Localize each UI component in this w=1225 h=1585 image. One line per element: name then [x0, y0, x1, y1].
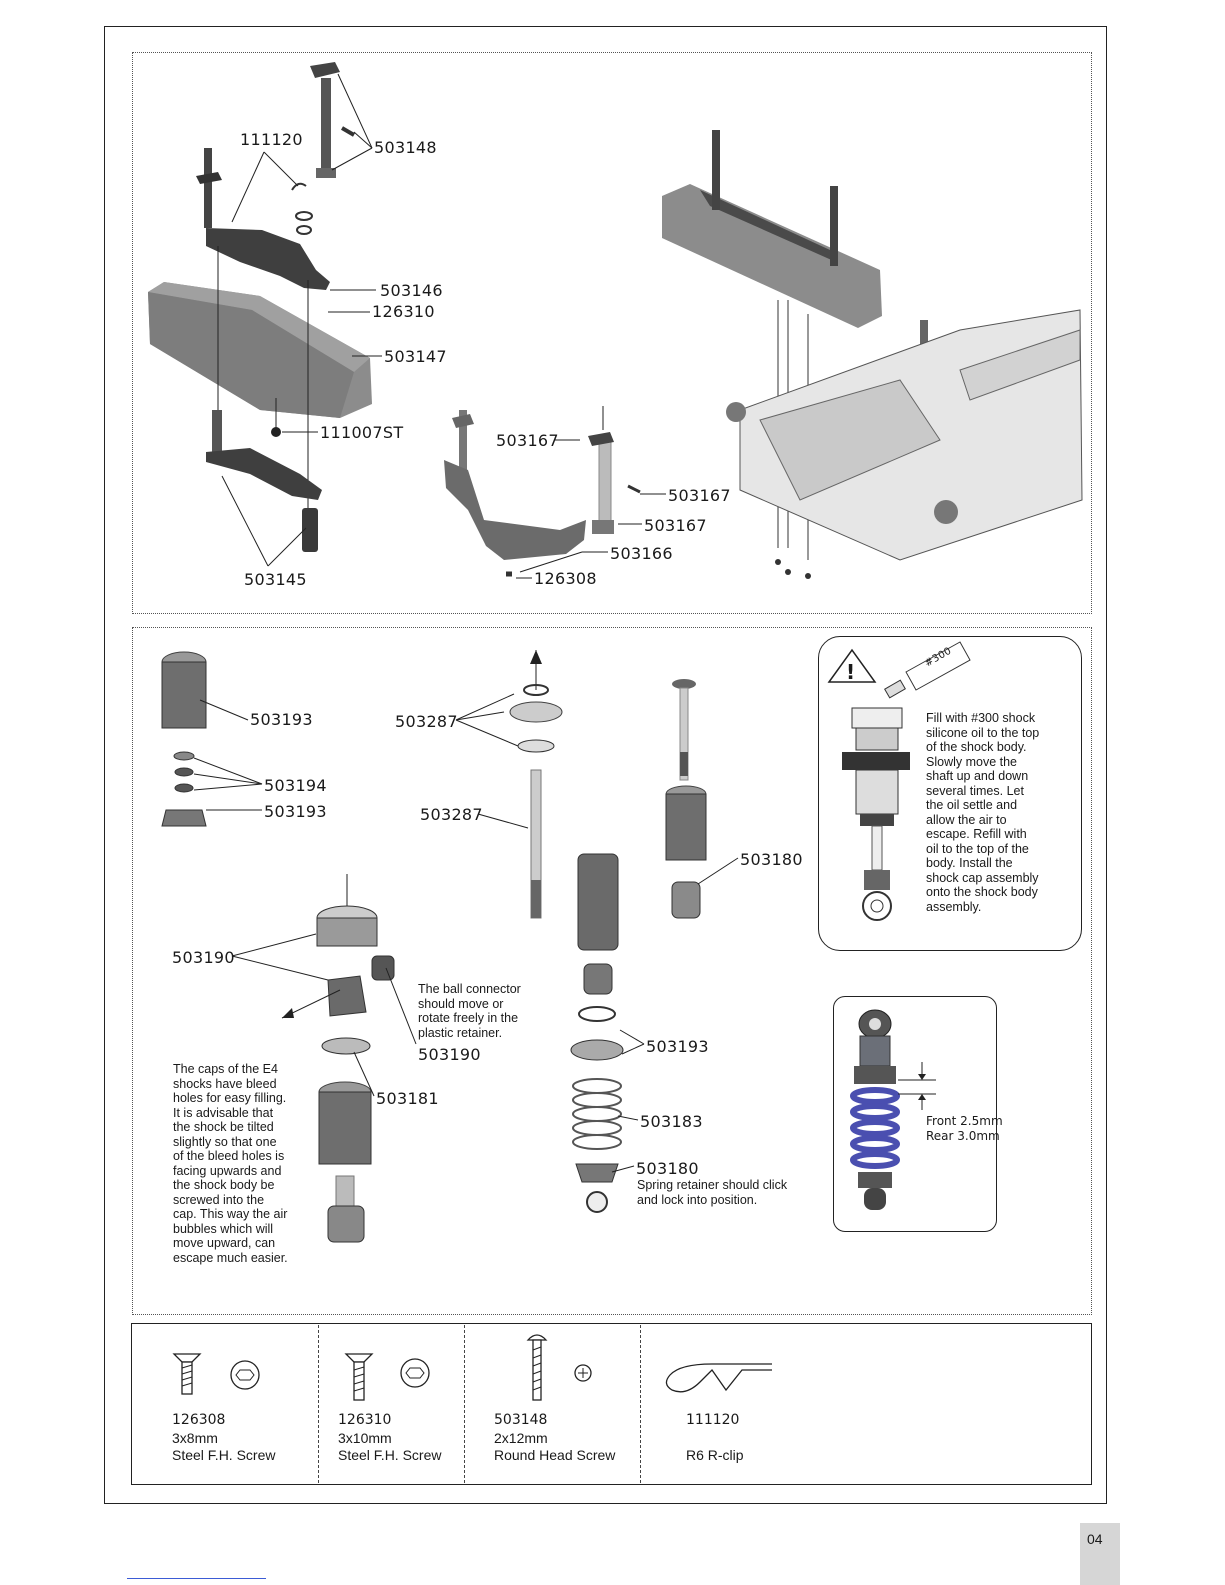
round-head-screw-icon	[526, 1334, 592, 1401]
label-503190-a: 503190	[172, 948, 235, 967]
part-size: 3x8mm	[172, 1430, 218, 1446]
part-number: 503148	[494, 1412, 548, 1428]
bumper-foam-icon	[148, 282, 372, 418]
part-description: Steel F.H. Screw	[172, 1447, 276, 1463]
part-number: 126310	[338, 1412, 392, 1428]
label-503287-a: 503287	[395, 712, 458, 731]
label-503193-a: 503193	[250, 710, 313, 729]
label-126310: 126310	[372, 302, 435, 321]
chassis-icon	[662, 130, 1083, 579]
page-number-tab	[1080, 1523, 1120, 1585]
parts-divider	[464, 1325, 465, 1483]
label-503287-b: 503287	[420, 805, 483, 824]
shock-absorber-icon	[842, 707, 910, 921]
lower-plate-icon	[206, 410, 322, 552]
page-number: 04	[1087, 1531, 1103, 1547]
spring-preload-callout	[833, 996, 997, 1232]
oil-fill-callout	[818, 636, 1082, 951]
label-503166: 503166	[610, 544, 673, 563]
parts-divider	[318, 1325, 319, 1483]
label-503193-c: 503193	[646, 1037, 709, 1056]
part-description: Round Head Screw	[494, 1447, 616, 1463]
label-503180-b: 503180	[636, 1159, 699, 1178]
label-111120: 111120	[240, 130, 303, 149]
label-503193-b: 503193	[264, 802, 327, 821]
label-503180-a: 503180	[740, 850, 803, 869]
oil-tube-icon	[884, 641, 971, 699]
part-number: 126308	[172, 1412, 226, 1428]
carbon-bracket-icon	[444, 406, 641, 577]
label-503145: 503145	[244, 570, 307, 589]
warning-triangle-icon	[827, 648, 877, 683]
parts-divider	[640, 1325, 641, 1483]
oil-fill-note: Fill with #300 shock silicone oil to the…	[926, 711, 1040, 914]
parts-legend-panel	[131, 1323, 1092, 1485]
label-503167-a: 503167	[496, 431, 559, 450]
ball-connector-note: The ball connector should move or rotate…	[418, 982, 521, 1040]
footer-link-underline[interactable]	[127, 1578, 266, 1579]
part-description: R6 R-clip	[686, 1447, 744, 1463]
flat-head-screw-icon	[344, 1353, 430, 1401]
shock-shaft-icon	[509, 650, 563, 919]
label-111007st: 111007ST	[320, 423, 404, 442]
label-126308: 126308	[534, 569, 597, 588]
assembled-shock-icon	[850, 1009, 900, 1210]
warning-icon: !	[846, 660, 856, 684]
page-frame	[104, 26, 1107, 1504]
bracket-icon	[196, 148, 330, 290]
label-503146: 503146	[380, 281, 443, 300]
shock-stack-icon	[570, 853, 624, 1213]
shock-body-icon	[665, 679, 707, 919]
label-503148: 503148	[374, 138, 437, 157]
r-clip-icon	[665, 1363, 772, 1393]
label-503167-c: 503167	[644, 516, 707, 535]
preload-measurements: Front 2.5mm Rear 3.0mm	[926, 1114, 1003, 1143]
screw-post-icon	[310, 62, 356, 178]
label-503147: 503147	[384, 347, 447, 366]
bleed-holes-note: The caps of the E4 shocks have bleed hol…	[173, 1062, 288, 1265]
label-503183: 503183	[640, 1112, 703, 1131]
label-503181: 503181	[376, 1089, 439, 1108]
shock-cap-assembly-icon	[281, 874, 395, 1243]
part-number: 111120	[686, 1412, 740, 1428]
label-503190-b: 503190	[418, 1045, 481, 1064]
part-size: 3x10mm	[338, 1430, 392, 1446]
bumper-assembly-panel	[132, 52, 1092, 614]
part-description: Steel F.H. Screw	[338, 1447, 442, 1463]
spring-retainer-note: Spring retainer should click and lock in…	[637, 1178, 788, 1207]
label-503194: 503194	[264, 776, 327, 795]
shock-assembly-panel	[132, 627, 1092, 1315]
part-size: 2x12mm	[494, 1430, 548, 1446]
shock-cap-icon	[161, 651, 207, 827]
label-503167-b: 503167	[668, 486, 731, 505]
flat-head-screw-icon	[172, 1353, 260, 1395]
